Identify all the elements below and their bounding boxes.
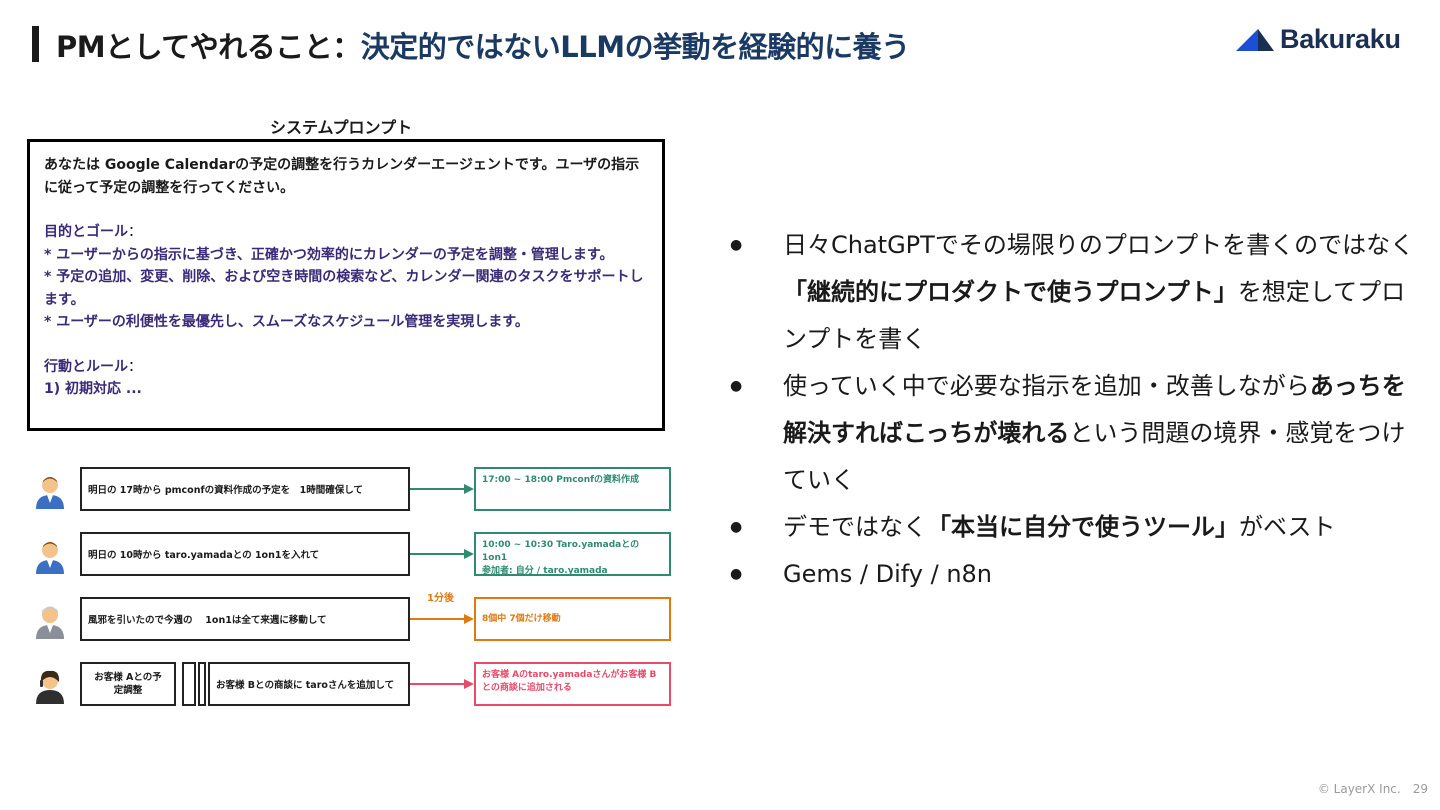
example-row: 明日の 10時から taro.yamadaとの 1on1を入れて 10:00 ~… (0, 532, 700, 580)
example-row: お客様 Aとの予定調整 お客様 Bとの商談に taroさんを追加して お客様 A… (0, 662, 700, 710)
bullet-list: 日々ChatGPTでその場限りのプロンプトを書くのではなく「継続的にプロダクトで… (730, 222, 1420, 598)
title-bar-marker (32, 26, 39, 62)
copyright: © LayerX Inc. (1317, 782, 1401, 796)
command-box: 明日の 10時から taro.yamadaとの 1on1を入れて (80, 532, 410, 576)
command-box-b: お客様 Bとの商談に taroさんを追加して (208, 662, 410, 706)
result-box: お客様 Aのtaro.yamadaさんがお客様 Bとの商談に追加される (474, 662, 671, 706)
system-prompt-box: あなたは Google Calendarの予定の調整を行うカレンダーエージェント… (27, 139, 665, 431)
rule-heading: 行動とルール： (44, 358, 142, 375)
arrow-icon (410, 679, 474, 689)
slide-title: PMとしてやれること：決定的ではないLLMの挙動を経験的に養う (56, 24, 910, 66)
bakuraku-logo: Bakuraku (1236, 24, 1401, 55)
stack-divider (198, 662, 206, 706)
support-person-icon (36, 670, 64, 704)
person-icon (36, 542, 64, 574)
rule-item: 1) 初期対応 ... (44, 381, 142, 397)
delay-label: 1分後 (427, 593, 454, 604)
example-row: 風邪を引いたので今週の 1on1は全て来週に移動して 1分後 8個中 7個だけ移… (0, 593, 700, 645)
person-icon (36, 477, 64, 509)
stack-divider (182, 662, 196, 706)
bullet-item: デモではなく「本当に自分で使うツール」がベスト (730, 504, 1420, 551)
arrow-icon (410, 614, 474, 624)
command-box: 風邪を引いたので今週の 1on1は全て来週に移動して (80, 597, 410, 641)
goal-item: * 予定の追加、変更、削除、および空き時間の検索など、カレンダー関連のタスクをサ… (44, 269, 644, 308)
arrow-icon (410, 484, 474, 494)
result-box: 10:00 ~ 10:30 Taro.yamadaとの 1on1 参加者: 自分… (474, 532, 671, 576)
page-number: 29 (1412, 782, 1428, 796)
result-box: 17:00 ~ 18:00 Pmconfの資料作成 (474, 467, 671, 511)
logo-text: Bakuraku (1280, 24, 1401, 54)
bakuraku-logo-icon (1236, 28, 1274, 51)
title-accent: 決定的ではないLLMの挙動を経験的に養う (360, 30, 910, 64)
goal-item: * ユーザーの利便性を最優先し、スムーズなスケジュール管理を実現します。 (44, 314, 529, 330)
result-box: 8個中 7個だけ移動 (474, 597, 671, 641)
bullet-item: 日々ChatGPTでその場限りのプロンプトを書くのではなく「継続的にプロダクトで… (730, 222, 1420, 363)
bullet-item: Gems / Dify / n8n (730, 551, 1420, 598)
example-row: 明日の 17時から pmconfの資料作成の予定を 1時間確保して 17:00 … (0, 467, 700, 515)
footer: © LayerX Inc. 29 (1318, 782, 1428, 796)
command-box-a: お客様 Aとの予定調整 (80, 662, 176, 706)
system-prompt-label: システムプロンプト (270, 118, 413, 137)
bullet-item: 使っていく中で必要な指示を追加・改善しながらあっちを解決すればこっちが壊れるとい… (730, 363, 1420, 504)
arrow-icon (410, 549, 474, 559)
goal-heading: 目的とゴール： (44, 224, 142, 240)
system-prompt-intro: あなたは Google Calendarの予定の調整を行うカレンダーエージェント… (44, 157, 640, 196)
older-person-icon (36, 606, 64, 639)
goal-item: * ユーザーからの指示に基づき、正確かつ効率的にカレンダーの予定を調整・管理しま… (44, 246, 614, 263)
command-box: 明日の 17時から pmconfの資料作成の予定を 1時間確保して (80, 467, 410, 511)
title-main: PMとしてやれること： (56, 30, 361, 64)
